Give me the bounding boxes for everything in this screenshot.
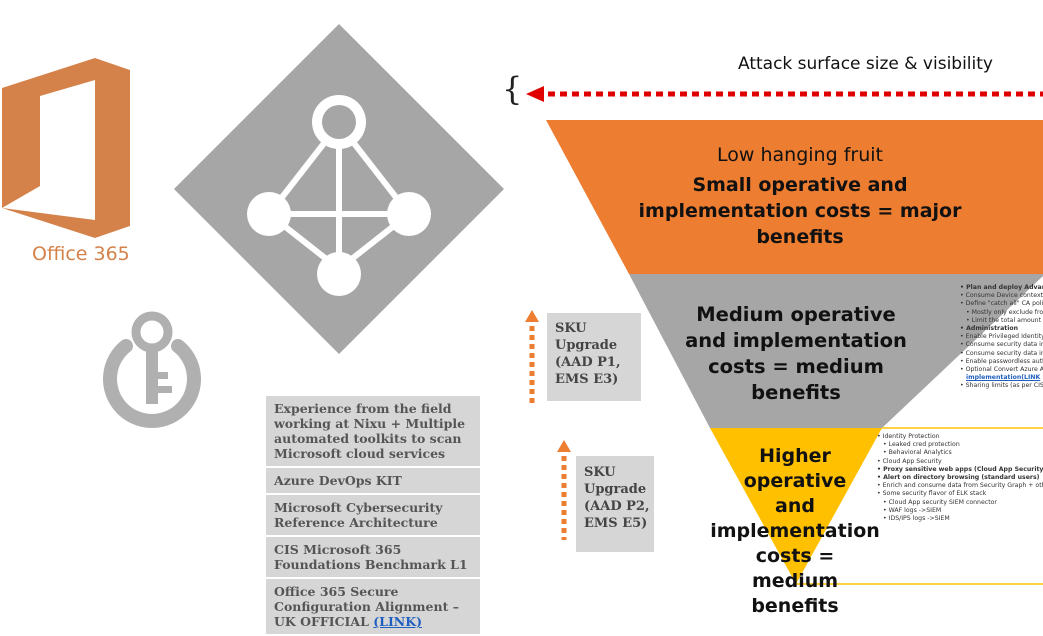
tier-middle-title-line: Medium operative: [696, 303, 896, 326]
sku-p1-arrow-icon: [525, 310, 539, 406]
higher-bullet: • IDS/IPS logs ->SIEM: [883, 515, 950, 523]
medium-bullet: • Enable passwordless auth: [960, 357, 1043, 365]
medium-bullet: • Optional Convert Azure A: [960, 366, 1043, 374]
medium-bullet: • Enable Privileged Identity: [960, 333, 1043, 341]
sku-p1-line: EMS E3): [555, 372, 619, 387]
tier-bottom-title-line: and: [775, 495, 815, 517]
tier-top-text: Low hanging fruit Small operative and im…: [600, 143, 1000, 250]
higher-tier-bullets: • Identity Protection • Leaked cred prot…: [877, 433, 1043, 523]
higher-bullet: • Identity Protection: [877, 433, 940, 440]
key-icon: [103, 311, 201, 428]
tier-top-title-line: benefits: [756, 226, 844, 248]
medium-bullet-link[interactable]: implementation(LINK: [966, 374, 1041, 382]
tier-bottom-text: Higher operative and implementation cost…: [710, 444, 880, 619]
tier-middle-title-line: costs = medium: [708, 355, 884, 378]
azure-ad-icon: [174, 24, 504, 354]
attack-surface-label: Attack surface size & visibility: [738, 54, 993, 74]
brace-symbol: {: [502, 70, 523, 108]
attack-surface-arrow-icon: [526, 86, 1043, 102]
tier-middle-shape: [629, 274, 1043, 428]
tier-bottom-title-line: Higher operative: [743, 445, 847, 492]
sku-p2-line: Upgrade: [584, 482, 647, 497]
sku-p2-arrow-icon: [557, 440, 571, 540]
cost-benefit-funnel: [546, 120, 1043, 585]
higher-bullet: • Some security flavor of ELK stack: [877, 490, 987, 498]
medium-tier-bullets: • Plan and deploy Advance • Consume Devi…: [960, 284, 1043, 391]
medium-bullet: • Define "catch all" CA poli: [960, 300, 1043, 308]
tier-bottom-title-line: benefits: [751, 595, 839, 617]
sku-upgrade-p2-box: SKU Upgrade (AAD P2, EMS E5): [576, 456, 654, 552]
tier-top-title-line: implementation costs = major: [638, 200, 962, 222]
tier-middle-title-line: benefits: [751, 381, 841, 404]
office-365-label: Office 365: [32, 243, 130, 265]
sku-upgrade-p1-box: SKU Upgrade (AAD P1, EMS E3): [547, 313, 641, 401]
reference-field-experience: Experience from the field working at Nix…: [266, 396, 480, 466]
tier-top-shape: [546, 120, 1043, 274]
tier-middle-title-line: and implementation: [685, 329, 907, 352]
sku-p1-line: (AAD P1,: [555, 355, 621, 370]
office-365-logo-icon: [2, 58, 130, 238]
higher-bullet: • Behavioral Analytics: [883, 449, 952, 457]
tier-top-subtitle: Low hanging fruit: [717, 144, 883, 166]
reference-cis: CIS Microsoft 365 Foundations Benchmark …: [266, 537, 480, 577]
tier-bottom-title-line: costs = medium: [751, 545, 839, 592]
sku-p2-line: SKU: [584, 465, 616, 480]
sku-p1-line: Upgrade: [555, 338, 618, 353]
medium-bullet: • Sharing limits (as per CIS: [960, 382, 1043, 390]
higher-bullet: • Cloud App security SIEM connector: [883, 498, 997, 506]
medium-bullet: • Plan and deploy Advance: [960, 284, 1043, 291]
medium-bullet: • Consume Device context: [960, 292, 1043, 300]
reference-devops-kit: Azure DevOps KIT: [266, 468, 480, 493]
tier-bottom-title-line: implementation: [710, 520, 880, 542]
higher-bullet: • WAF logs ->SIEM: [883, 506, 942, 514]
medium-bullet: • Limit the total amount: [966, 316, 1042, 324]
medium-bullet: • Consume security data in: [960, 349, 1043, 357]
reference-mcra: Microsoft Cybersecurity Reference Archit…: [266, 495, 480, 535]
tier-middle-text: Medium operative and implementation cost…: [680, 302, 912, 406]
medium-bullet: • Administration: [960, 325, 1019, 333]
medium-bullet: • Consume security data in: [960, 341, 1043, 349]
medium-bullet: • Mostly only exclude fro: [966, 308, 1043, 316]
tier-bottom-shape: [710, 428, 882, 584]
higher-bullet: • Proxy sensitive web apps (Cloud App Se…: [877, 465, 1043, 473]
higher-bullet: • Cloud App Security: [877, 457, 942, 465]
higher-bullet: • Alert on directory browsing (standard …: [877, 474, 1040, 482]
higher-bullet: • Leaked cred protection: [883, 441, 960, 449]
higher-bullet: • Enrich and consume data from Security …: [877, 482, 1043, 490]
sku-p2-line: EMS E5): [584, 516, 648, 531]
sku-p2-line: (AAD P2,: [584, 499, 650, 514]
tier-top-title-line: Small operative and: [692, 174, 908, 196]
reference-list: Experience from the field working at Nix…: [266, 396, 480, 636]
sku-p1-line: SKU: [555, 321, 587, 336]
